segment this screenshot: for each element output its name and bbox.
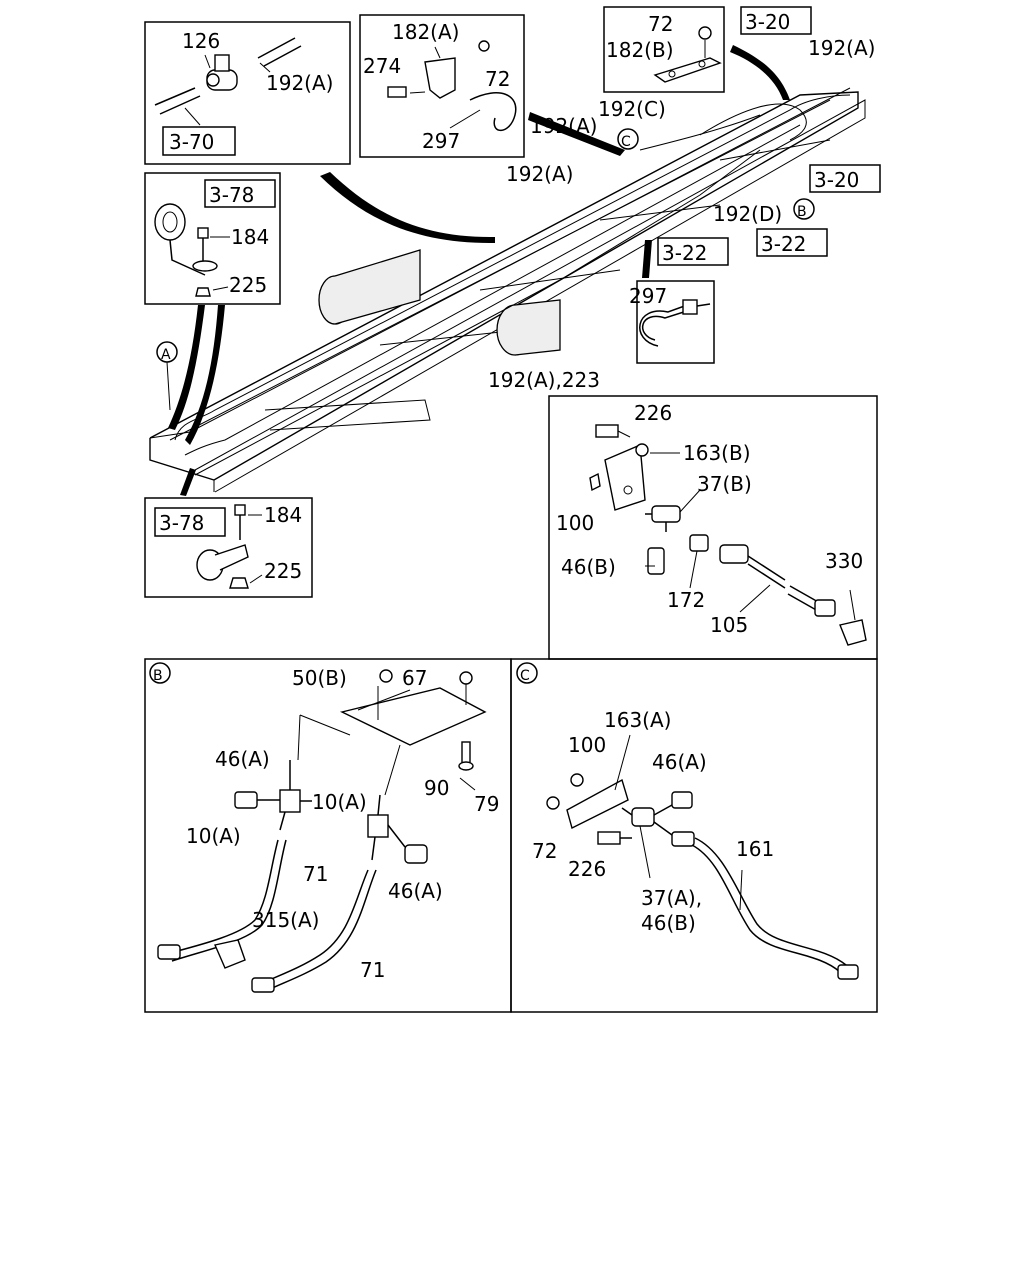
circle-label-b-main: B	[797, 204, 807, 220]
part-label-182b: 182(B)	[606, 38, 674, 62]
tee-fitting-126	[154, 37, 302, 126]
leader-arrow-3-70	[320, 172, 495, 244]
part-label-225-upper: 225	[229, 273, 267, 297]
part-label-192d: 192(D)	[713, 202, 782, 226]
part-label-184-lower: 184	[264, 503, 302, 527]
part-label-79: 79	[474, 792, 499, 816]
panel-b-drawing	[157, 669, 487, 993]
inset-box-clamp-lower	[144, 497, 313, 598]
leader-arrow-clamp-upper-b	[185, 305, 225, 445]
inset-box-clamp-upper	[144, 172, 281, 305]
part-label-72-bracket: 72	[648, 12, 673, 36]
part-label-297-tie: 297	[629, 284, 667, 308]
ref-box-3-78-upper	[204, 179, 276, 208]
part-label-192a-mid: 192(A)	[530, 114, 597, 138]
part-label-163b: 163(B)	[683, 441, 751, 465]
part-label-72-panel-c: 72	[532, 839, 557, 863]
part-label-71-lower: 71	[360, 958, 385, 982]
part-label-182a: 182(A)	[392, 20, 459, 44]
part-label-46a-b-left: 46(A)	[215, 747, 270, 771]
ref-box-3-22-left	[657, 237, 729, 266]
part-label-226-panel-c: 226	[568, 857, 606, 881]
clamp-upper	[154, 203, 230, 297]
circle-marker-b-panel	[149, 662, 171, 684]
leader-arrow-182b	[730, 45, 790, 100]
part-label-192a-223: 192(A),223	[488, 368, 600, 392]
inset-box-cable-tie	[636, 280, 715, 364]
part-label-192a-rail: 192(A)	[506, 162, 573, 186]
leader-arrow-clamp-lower	[180, 468, 196, 496]
panel-c-drawing	[546, 734, 859, 980]
circle-label-a: A	[161, 347, 171, 363]
part-label-37a: 37(A),	[641, 886, 702, 910]
circle-label-c-main: C	[621, 134, 631, 150]
part-label-105: 105	[710, 613, 748, 637]
ref-label-3-70: 3-70	[169, 130, 214, 154]
circle-marker-b-main	[793, 198, 815, 220]
part-label-274: 274	[363, 54, 401, 78]
ref-label-3-22-right: 3-22	[761, 232, 806, 256]
part-label-10a-right: 10(A)	[312, 790, 367, 814]
part-label-46a-b-right: 46(A)	[388, 879, 443, 903]
circle-label-b-panel: B	[153, 668, 163, 684]
part-label-126: 126	[182, 29, 220, 53]
part-label-330: 330	[825, 549, 863, 573]
ref-label-3-20-right: 3-20	[814, 168, 859, 192]
ref-box-3-70	[162, 126, 236, 156]
ref-box-3-22-right	[756, 228, 828, 257]
tee-assembly	[589, 424, 867, 646]
bracket-182b	[653, 26, 722, 83]
chassis-frame	[149, 87, 866, 493]
part-label-172: 172	[667, 588, 705, 612]
clip-182a	[387, 40, 517, 132]
part-label-46a-c: 46(A)	[652, 750, 707, 774]
part-label-67: 67	[402, 666, 427, 690]
part-label-192a-top-right: 192(A)	[808, 36, 875, 60]
part-label-225-lower: 225	[264, 559, 302, 583]
leader-arrow-cable-tie	[642, 240, 652, 278]
ref-label-3-20-top: 3-20	[745, 10, 790, 34]
leader-arrow-192a	[528, 112, 625, 156]
part-label-37b: 37(B)	[697, 472, 752, 496]
part-label-226-tee: 226	[634, 401, 672, 425]
part-label-46b-panel-c: 46(B)	[641, 911, 696, 935]
part-label-46b: 46(B)	[561, 555, 616, 579]
part-label-315a: 315(A)	[252, 908, 319, 932]
part-label-297-inset: 297	[422, 129, 460, 153]
part-label-71-upper: 71	[303, 862, 328, 886]
circle-marker-c-panel	[516, 662, 538, 684]
circle-marker-c-main	[617, 128, 639, 150]
circle-label-c-panel: C	[520, 668, 530, 684]
part-label-50b: 50(B)	[292, 666, 347, 690]
part-label-192a-inset: 192(A)	[266, 71, 333, 95]
inset-box-tee-fitting	[144, 21, 351, 165]
ref-box-3-20-right	[809, 164, 881, 193]
part-label-161: 161	[736, 837, 774, 861]
part-label-72-inset: 72	[485, 67, 510, 91]
part-label-10a-left: 10(A)	[186, 824, 241, 848]
ref-label-3-78-upper: 3-78	[209, 183, 254, 207]
inset-box-bracket-182b	[603, 6, 725, 93]
part-label-163a: 163(A)	[604, 708, 671, 732]
part-label-100-panel-c: 100	[568, 733, 606, 757]
part-label-90: 90	[424, 776, 449, 800]
part-label-100-tee: 100	[556, 511, 594, 535]
clamp-lower	[196, 504, 263, 589]
part-label-184-upper: 184	[231, 225, 269, 249]
cable-tie-297	[639, 299, 711, 347]
inset-box-clip-182a	[359, 14, 525, 158]
ref-label-3-78-lower: 3-78	[159, 511, 204, 535]
panel-c-frame	[510, 658, 878, 1013]
leader-arrow-clamp-upper-a	[168, 305, 205, 430]
ref-box-3-20-top	[740, 6, 812, 35]
ref-box-3-78-lower	[154, 507, 226, 537]
part-label-192c: 192(C)	[598, 97, 666, 121]
ref-label-3-22-left: 3-22	[662, 241, 707, 265]
